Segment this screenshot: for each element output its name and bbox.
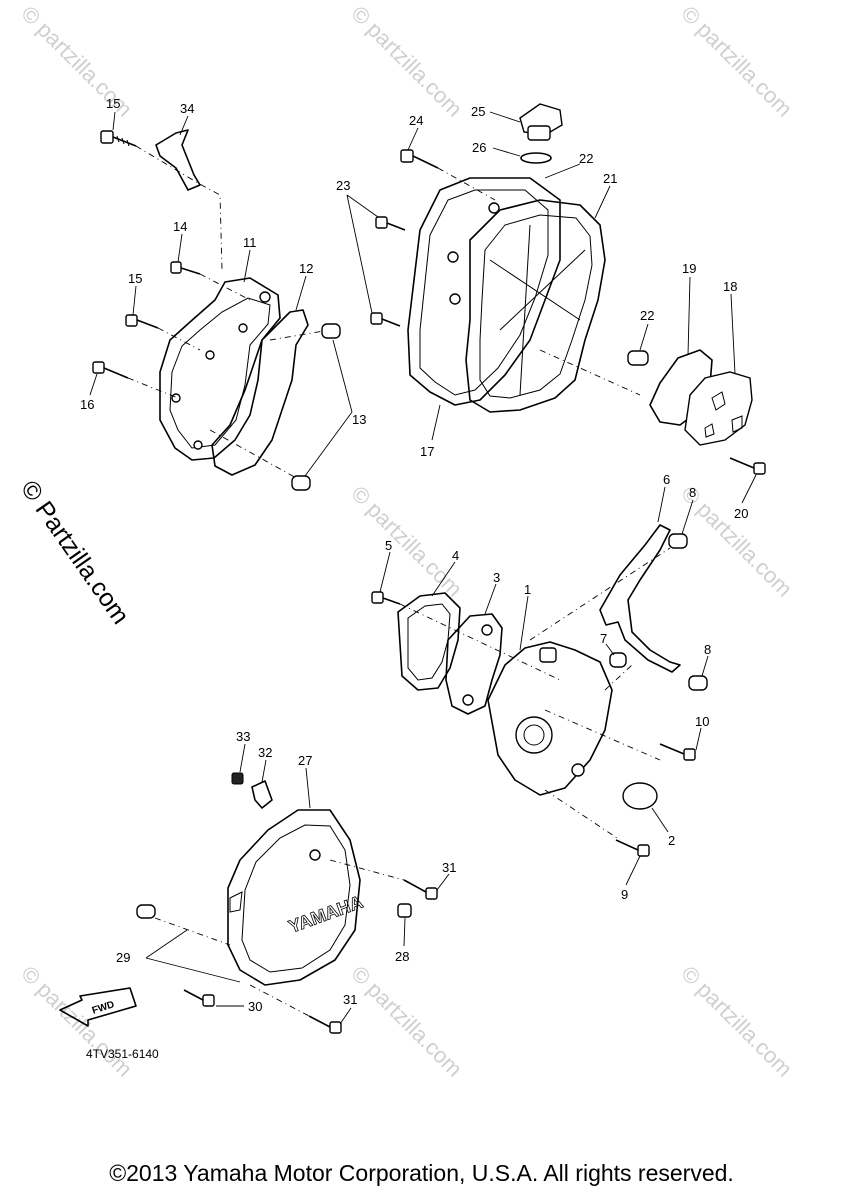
bolt-16: [92, 361, 129, 379]
cover-27: [227, 809, 361, 986]
watermark: © partzilla.com: [346, 961, 467, 1082]
bolt-20: [729, 457, 766, 475]
callout-15: 15: [128, 271, 142, 286]
bolt-10: [659, 743, 696, 761]
bolt-23-lower: [370, 312, 401, 327]
watermark: © partzilla.com: [346, 1, 467, 122]
bracket-34: [155, 129, 201, 191]
bolt-28: [397, 903, 412, 918]
bolt-9: [615, 839, 650, 857]
o-ring-26: [520, 152, 552, 164]
plate-3: [445, 613, 503, 715]
callout-3: 3: [493, 570, 500, 585]
dowel-13-top: [321, 323, 341, 339]
bolt-33: [231, 772, 244, 785]
callout-16: 16: [80, 397, 94, 412]
callout-22: 22: [640, 308, 654, 323]
filler-cap-25: [519, 103, 563, 141]
callout-1: 1: [524, 582, 531, 597]
callout-2: 2: [668, 833, 675, 848]
washer-7: [609, 652, 627, 668]
callout-10: 10: [695, 714, 709, 729]
callout-29: 29: [116, 950, 130, 965]
leader-lines: [89, 111, 757, 1025]
pump-housing-group: [371, 524, 708, 857]
callout-22: 22: [579, 151, 593, 166]
dowel-13-bottom: [291, 475, 311, 491]
fwd-label: FWD: [91, 999, 116, 1017]
bolt-23-upper: [375, 216, 406, 231]
dowel-8-bottom: [688, 675, 708, 691]
callout-21: 21: [603, 171, 617, 186]
part-code: 4TV351-6140: [86, 1047, 159, 1061]
bolt-24: [400, 149, 439, 169]
gasket-4: [397, 592, 461, 691]
dowel-22: [627, 350, 649, 366]
callout-4: 4: [452, 548, 459, 563]
side-watermark: © Partzilla.com: [15, 475, 135, 629]
cover-17: [407, 177, 561, 406]
callout-8: 8: [704, 642, 711, 657]
callout-30: 30: [248, 999, 262, 1014]
watermark: © partzilla.com: [16, 961, 137, 1082]
dowel-8-top: [668, 533, 688, 549]
bolt-31-upper: [403, 879, 438, 900]
callout-28: 28: [395, 949, 409, 964]
callout-31: 31: [343, 992, 357, 1007]
gasket-21: [465, 199, 606, 413]
bolt-31-lower: [308, 1015, 342, 1034]
callout-20: 20: [734, 506, 748, 521]
cover-11: [159, 277, 281, 461]
watermark: © partzilla.com: [346, 481, 467, 602]
callout-24: 24: [409, 113, 423, 128]
callout-6: 6: [663, 472, 670, 487]
callout-27: 27: [298, 753, 312, 768]
callout-7: 7: [600, 631, 607, 646]
watermark: © partzilla.com: [676, 1, 797, 122]
callout-32: 32: [258, 745, 272, 760]
callout-33: 33: [236, 729, 250, 744]
callout-15: 15: [106, 96, 120, 111]
callout-19: 19: [682, 261, 696, 276]
callout-labels: 1 2 3 4 5 6 7 8 8 9 10 11 12 13 14 15 15…: [80, 96, 748, 1014]
plug-2: [622, 782, 658, 810]
housing-1: [487, 641, 613, 796]
callout-23: 23: [336, 178, 350, 193]
callout-17: 17: [420, 444, 434, 459]
callout-25: 25: [471, 104, 485, 119]
callout-18: 18: [723, 279, 737, 294]
bolt-14: [170, 261, 201, 275]
crankcase-cover-left-group: [92, 129, 353, 491]
bolt-30: [183, 989, 215, 1007]
callout-14: 14: [173, 219, 187, 234]
callout-8: 8: [689, 485, 696, 500]
callout-34: 34: [180, 101, 194, 116]
gasket-12: [211, 309, 309, 476]
callout-5: 5: [385, 538, 392, 553]
bolt-15-mid: [125, 314, 159, 329]
clutch-cover-group: [346, 103, 766, 475]
bolt-5: [371, 591, 401, 605]
bolt-15-top: [100, 130, 137, 147]
copyright-footer: ©2013 Yamaha Motor Corporation, U.S.A. A…: [109, 1160, 734, 1186]
gasket-6: [599, 524, 681, 673]
callout-11: 11: [243, 235, 257, 250]
callout-26: 26: [472, 140, 486, 155]
bracket-32: [251, 780, 273, 809]
cover-brand: YAMAHA: [286, 892, 366, 937]
watermark: © partzilla.com: [676, 961, 797, 1082]
callout-9: 9: [621, 887, 628, 902]
callout-12: 12: [299, 261, 313, 276]
callout-13: 13: [352, 412, 366, 427]
dowel-29: [136, 904, 156, 919]
callout-31: 31: [442, 860, 456, 875]
